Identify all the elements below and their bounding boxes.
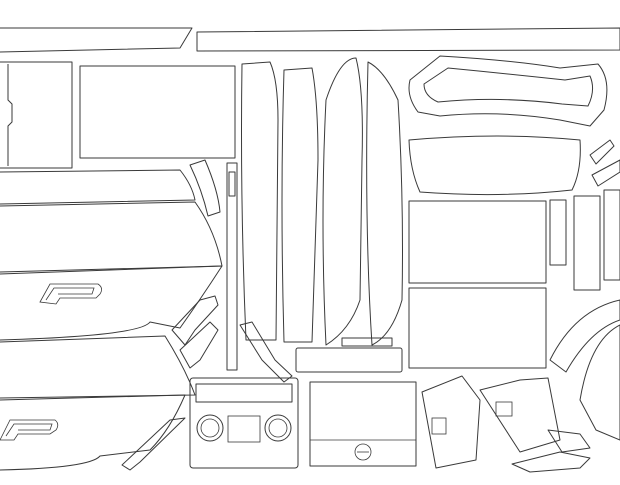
side-window-upper	[408, 200, 547, 284]
knob-right-icon	[264, 414, 292, 442]
right-arc-trim	[549, 299, 620, 373]
right-clip-a	[549, 199, 567, 266]
hood-top-panel	[0, 169, 196, 205]
right-trim-b	[591, 159, 620, 187]
handle-cutout-b	[495, 401, 513, 417]
rear-bumper-panel	[0, 335, 196, 399]
rear-window	[408, 135, 581, 196]
a-pillar-left	[241, 61, 279, 341]
a-pillar-right	[281, 67, 319, 343]
logo-badge-icon	[354, 443, 372, 461]
door-handle-cover-b	[479, 377, 561, 453]
dash-vent-frame	[408, 55, 608, 127]
right-trim-a	[589, 139, 615, 165]
logo-p-icon-rear	[0, 419, 59, 441]
lower-sill-trim	[511, 451, 591, 473]
roof-panel	[79, 65, 236, 159]
pillar-strip	[226, 162, 238, 371]
hood-mid-panel	[0, 201, 223, 273]
rocker-trim	[239, 321, 293, 383]
top-long-bar	[196, 27, 620, 52]
knob-left-icon	[196, 414, 224, 442]
infotainment-screen	[309, 381, 417, 467]
lower-trim	[121, 417, 186, 471]
tailgate-panel	[0, 394, 186, 471]
sill-plate	[295, 347, 403, 373]
logo-p-icon	[39, 283, 102, 305]
right-clip-c	[603, 189, 620, 281]
top-left-strip	[0, 27, 193, 53]
handle-cutout	[431, 417, 447, 435]
climate-control-panel	[189, 377, 299, 469]
front-bumper-panel	[0, 265, 223, 341]
mirror-trim	[189, 159, 221, 217]
fender-trim-b	[179, 321, 219, 369]
right-clip-b	[573, 195, 601, 291]
left-door-inner	[7, 64, 13, 166]
pillar-tab	[341, 337, 393, 347]
dash-vent-inner	[423, 67, 594, 107]
b-pillar-right	[366, 61, 403, 346]
left-door-panel	[0, 61, 73, 169]
door-handle-cover-a	[421, 375, 481, 469]
corner-trim	[547, 429, 591, 453]
fender-trim-a	[171, 295, 219, 346]
right-door-trim	[579, 324, 620, 441]
side-window-lower	[408, 287, 547, 369]
b-pillar-left	[322, 57, 363, 346]
pillar-strip-inner	[228, 171, 236, 197]
